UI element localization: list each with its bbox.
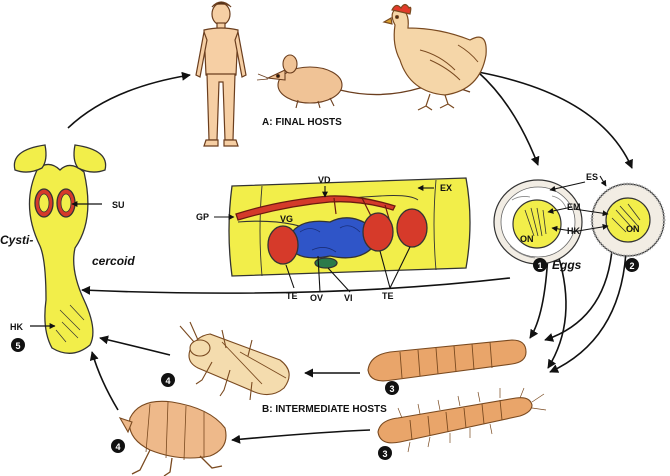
- stage-badge-2: [625, 258, 639, 272]
- stage-badge-3-top: [385, 381, 399, 395]
- vitellarium: [314, 257, 338, 269]
- vd-label: VD: [318, 175, 331, 185]
- stage-number-3-bottom: 3: [382, 449, 387, 459]
- beetle-figure: [179, 321, 290, 401]
- hk-egg-label: HK: [567, 226, 580, 236]
- mouse-figure: [256, 54, 471, 109]
- stage-number-3-top: 3: [389, 384, 394, 394]
- proglottid-segment: [228, 177, 471, 277]
- stage-number-4-flea: 4: [115, 442, 120, 452]
- egg-left: [493, 179, 583, 265]
- te-left-label: TE: [286, 291, 298, 301]
- human-figure: [195, 1, 247, 147]
- cycle-arrows: [67, 71, 633, 444]
- final-hosts-label: A: FINAL HOSTS: [262, 117, 342, 128]
- on-left-label: ON: [520, 234, 534, 244]
- arrow-beetle-to-cysticercoid: [99, 335, 171, 356]
- stage-badge-3-bottom: [378, 446, 392, 460]
- flea-figure: [118, 400, 227, 476]
- cysticercoid: [13, 144, 107, 354]
- stage-badge-1: [533, 258, 547, 272]
- vg-label: VG: [280, 214, 293, 224]
- gp-label: GP: [196, 212, 209, 222]
- ex-label: EX: [440, 183, 452, 193]
- arrow-flea-to-cysticercoid: [89, 351, 119, 411]
- cysti-label: Cysti-: [0, 233, 33, 247]
- hk-cysticercoid-label: HK: [10, 322, 23, 332]
- egg-right: [590, 182, 666, 258]
- arrow-egg-to-larva-b: [547, 254, 567, 369]
- su-label: SU: [112, 200, 125, 210]
- proglottid-pointers: [214, 185, 434, 293]
- te-right-label: TE: [382, 291, 394, 301]
- egg-pointers: [547, 175, 609, 233]
- stage-badge-4-beetle: [161, 373, 175, 387]
- hen-figure: [382, 3, 487, 111]
- stage-number-1: 1: [537, 261, 542, 271]
- ov-label: OV: [310, 293, 323, 303]
- stage-badge-5: [11, 338, 25, 352]
- larva-top: [367, 339, 527, 382]
- arrow-egg-to-larva-d: [549, 251, 627, 373]
- arrow-hen-to-egg-left: [477, 71, 540, 166]
- stage-number-5: 5: [15, 341, 20, 351]
- arrow-egg-to-larva-c: [544, 249, 613, 342]
- es-label: ES: [586, 172, 598, 182]
- eggs-label: Eggs: [552, 258, 582, 272]
- arrow-egg-to-larva-a: [529, 252, 549, 339]
- on-right-label: ON: [626, 224, 640, 234]
- cercoid-label: cercoid: [92, 254, 135, 268]
- testis-right: [396, 208, 428, 248]
- stage-number-2: 2: [629, 261, 634, 271]
- arrow-cysticercoid-to-human: [67, 71, 191, 129]
- larva-bottom: [377, 387, 547, 453]
- intermediate-hosts-label: B: INTERMEDIATE HOSTS: [262, 404, 387, 415]
- vas-deferens: [235, 195, 396, 221]
- stage-badge-4-flea: [111, 439, 125, 453]
- arrow-hen-to-egg-right: [477, 71, 633, 169]
- vi-label: VI: [344, 293, 353, 303]
- arrow-eggs-to-cysticercoid: [81, 277, 511, 295]
- em-label: EM: [567, 202, 581, 212]
- stage-number-4-beetle: 4: [165, 376, 170, 386]
- testis-left: [267, 225, 299, 265]
- testis-middle: [362, 212, 394, 252]
- arrow-larva-to-flea: [231, 429, 371, 444]
